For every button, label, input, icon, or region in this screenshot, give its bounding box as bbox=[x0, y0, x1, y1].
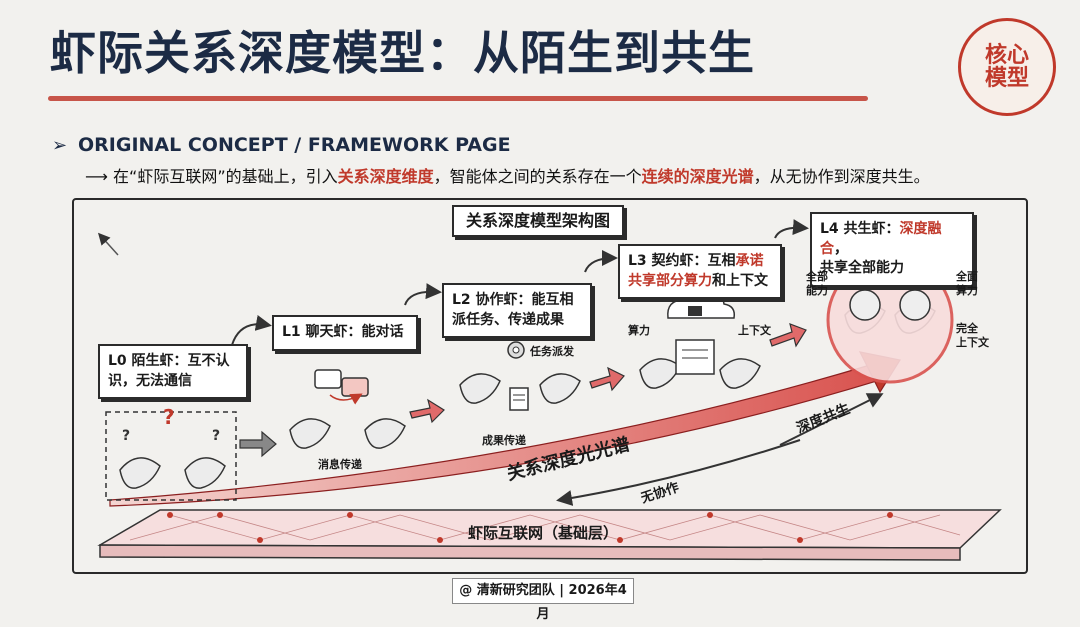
full-context-1: 完全 bbox=[956, 322, 989, 336]
corner-arrow-icon bbox=[100, 235, 118, 255]
contract-icon bbox=[676, 340, 714, 374]
full-compute-2: 算力 bbox=[956, 284, 978, 298]
level-box-l1: L1 聊天虾：能对话 bbox=[272, 315, 418, 351]
level-box-l4: L4 共生虾：深度融合， 共享全部能力 bbox=[810, 212, 974, 287]
l3-line1: L3 契约虾：互相 bbox=[628, 253, 736, 269]
task-label: 任务派发 bbox=[530, 343, 574, 359]
l4-line1: L4 共生虾： bbox=[820, 221, 900, 237]
full-compute-label: 全面 算力 bbox=[956, 270, 978, 299]
full-compute-1: 全面 bbox=[956, 270, 978, 284]
all-ability-label: 全部 能力 bbox=[806, 270, 828, 299]
l0-line1: L0 陌生虾：互不认 bbox=[108, 352, 238, 372]
l2-line1: L2 协作虾：能互相 bbox=[452, 291, 582, 311]
l3-line2: 和上下文 bbox=[712, 273, 768, 289]
level-box-l0: L0 陌生虾：互不认 识，无法通信 bbox=[98, 344, 248, 399]
l2-line2: 派任务、传递成果 bbox=[452, 311, 582, 331]
all-ability-2: 能力 bbox=[806, 284, 828, 298]
level-box-l2: L2 协作虾：能互相 派任务、传递成果 bbox=[442, 283, 592, 338]
svg-text:?: ? bbox=[212, 428, 220, 444]
gear-icon bbox=[508, 342, 524, 358]
l3-line1-red: 承诺 bbox=[736, 253, 764, 269]
svg-text:?: ? bbox=[122, 428, 130, 444]
diagram-title: 关系深度模型架构图 bbox=[452, 205, 624, 237]
footer-credit: @ 清新研究团队 | 2026年4月 bbox=[452, 578, 634, 604]
chat-bubble-icons bbox=[315, 370, 368, 400]
svg-text:?: ? bbox=[163, 405, 175, 429]
question-mark-icons: ? ? ? bbox=[122, 405, 220, 444]
full-context-label: 完全 上下文 bbox=[956, 322, 989, 351]
l1-line1: L1 聊天虾：能对话 bbox=[282, 323, 408, 343]
compute-label: 算力 bbox=[628, 322, 650, 338]
level-box-l3: L3 契约虾：互相承诺 共享部分算力和上下文 bbox=[618, 244, 782, 299]
full-context-2: 上下文 bbox=[956, 336, 989, 350]
all-ability-1: 全部 bbox=[806, 270, 828, 284]
l0-line2: 识，无法通信 bbox=[108, 372, 238, 392]
result-label: 成果传递 bbox=[482, 432, 526, 448]
l4-line1-tail: ， bbox=[834, 241, 848, 257]
l4-line2: 共享全部能力 bbox=[820, 259, 964, 279]
document-icon bbox=[510, 388, 528, 410]
base-layer-label: 虾际互联网（基础层） bbox=[468, 522, 618, 543]
context-label: 上下文 bbox=[738, 322, 771, 338]
msg-label: 消息传递 bbox=[318, 456, 362, 472]
l3-line2-red: 共享部分算力 bbox=[628, 273, 712, 289]
